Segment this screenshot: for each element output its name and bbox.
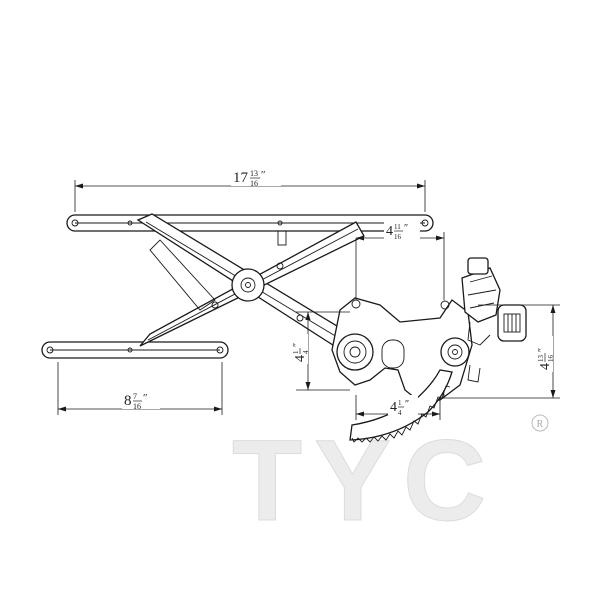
- registered-mark: R: [537, 419, 544, 430]
- dim-label-upper-offset: 4 11 16 ″: [384, 219, 420, 241]
- bottom-mark: ″: [143, 392, 148, 404]
- dim-label-lower-offset: 4 1 4 ″: [388, 395, 418, 417]
- right-height-den: 16: [547, 355, 555, 363]
- mounting-bracket: [331, 297, 473, 403]
- overall-num: 13: [250, 169, 258, 178]
- upper-num: 11: [394, 223, 401, 231]
- left-height-whole: 4: [293, 355, 308, 362]
- lower-whole: 4: [390, 400, 397, 415]
- lower-mark: ″: [405, 399, 409, 410]
- upper-mark: ″: [404, 223, 408, 234]
- dim-label-bottom: 8 7 16 ″: [122, 389, 160, 411]
- center-pivot: [231, 268, 265, 302]
- dim-label-left-height: 4 1 4 ″: [290, 334, 310, 364]
- overall-mark: ″: [261, 169, 266, 181]
- dim-label-right-height: 4 13 16 ″: [535, 336, 555, 372]
- right-height-num: 13: [537, 355, 545, 363]
- bottom-num: 7: [133, 392, 137, 401]
- overall-whole: 17: [233, 170, 249, 186]
- top-rail: [66, 214, 434, 246]
- left-height-mark: ″: [292, 343, 303, 347]
- bottom-den: 16: [133, 402, 141, 411]
- upper-den: 16: [394, 233, 402, 241]
- bottom-whole: 8: [124, 393, 132, 409]
- overall-den: 16: [250, 179, 258, 188]
- right-height-whole: 4: [538, 363, 553, 370]
- registered-circle: [531, 414, 549, 432]
- left-height-num: 1: [292, 350, 300, 354]
- motor: [461, 257, 527, 383]
- dim-label-overall: 17 13 16 ″: [231, 166, 281, 188]
- left-height-den: 4: [302, 350, 310, 354]
- lower-num: 1: [398, 399, 402, 407]
- upper-whole: 4: [386, 224, 393, 239]
- lower-den: 4: [398, 409, 402, 417]
- bottom-rail: [41, 341, 229, 359]
- right-height-mark: ″: [537, 348, 548, 352]
